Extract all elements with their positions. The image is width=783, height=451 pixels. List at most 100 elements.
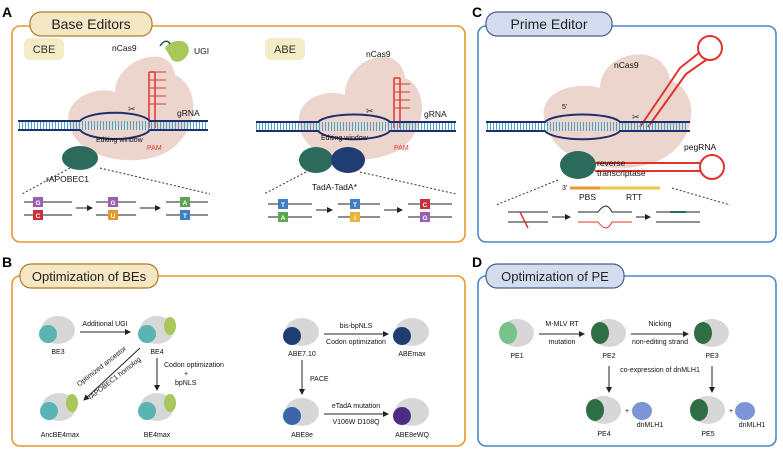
pe5-protein-icon xyxy=(690,396,725,424)
pe3-protein-icon xyxy=(694,319,729,347)
etada-label: eTadA mutation xyxy=(332,403,380,410)
rapobec1-label: rAPOBEC1 xyxy=(46,174,89,184)
cbe-base-conversion: G C G U A T xyxy=(24,197,208,220)
panel-a-frame xyxy=(11,25,466,243)
abe-diagram: ABE nCas9 gRNA Editing window PAM ✂ TadA… xyxy=(256,38,457,222)
abe-ncas9-shape xyxy=(298,56,422,160)
codon-plus: + xyxy=(184,371,188,378)
panel-d-title: Optimization of PE xyxy=(501,269,609,284)
cbe-base-g2: G xyxy=(110,200,115,207)
abe710-protein-icon xyxy=(283,318,319,346)
abe-base-t1: T xyxy=(281,202,285,209)
pe-five-prime: 5' xyxy=(562,104,567,111)
panel-c-letter: C xyxy=(472,4,482,20)
panel-b-title-pill xyxy=(19,263,159,289)
cbe-label-box xyxy=(24,38,64,60)
abe-base-i: I xyxy=(354,215,356,222)
pe-three-prime: 3' xyxy=(562,185,567,192)
abe8e-protein-icon xyxy=(283,398,319,426)
cbe-label: CBE xyxy=(33,44,56,56)
dnmlh1-shape-1 xyxy=(632,402,652,420)
panel-a: A Base Editors CBE nCas9 UGI gRNA Editin… xyxy=(2,4,466,243)
be4max-label: BE4max xyxy=(144,432,171,439)
abe-label-box xyxy=(265,38,305,60)
cbe-dna-helix xyxy=(18,121,208,130)
cbe-ncas9-label: nCas9 xyxy=(112,43,137,53)
abe-window-label: Editing window xyxy=(321,135,369,142)
pe1-label: PE1 xyxy=(510,353,523,360)
abe-grna-label: gRNA xyxy=(424,109,447,119)
pegrna-loop-bottom xyxy=(699,154,725,180)
non-editing-label: non-editing strand xyxy=(632,339,688,346)
cbe-dna-bottom xyxy=(18,129,208,140)
bpnls-label: bpNLS xyxy=(175,380,197,387)
ugi-shape xyxy=(165,40,189,62)
pegrna-stem-right xyxy=(647,59,707,128)
pe-dna-top xyxy=(486,113,690,123)
abemax-protein-icon xyxy=(393,318,429,346)
cbe-zoom-line-right xyxy=(99,167,211,195)
abe8ewq-label: ABE8eWQ xyxy=(395,432,429,439)
pace-label: PACE xyxy=(310,376,329,383)
tada-star-shape xyxy=(331,147,365,173)
mutation-label: mutation xyxy=(549,339,576,346)
panel-d-letter: D xyxy=(472,254,482,270)
panel-c-title-pill xyxy=(485,11,613,37)
abe8e-label: ABE8e xyxy=(291,432,313,439)
abe-dna-bottom xyxy=(256,130,456,141)
pe-dna-helix xyxy=(486,122,686,131)
cbe-base-u: U xyxy=(111,213,116,220)
panel-b-title: Optimization of BEs xyxy=(32,269,147,284)
abe-zoom-line-right xyxy=(359,171,457,195)
ancbe4max-label: AncBE4max xyxy=(41,432,80,439)
abe-ncas9-label: nCas9 xyxy=(366,49,391,59)
panel-b-letter: B xyxy=(2,254,12,270)
abe-label: ABE xyxy=(274,44,296,56)
pe5-plus: + xyxy=(729,408,733,415)
cbe-window-label: Editing window xyxy=(96,137,144,144)
tada-shape xyxy=(299,147,333,173)
panel-c: C Prime Editor nCas9 pegRNA 5' 3' ✂ reve… xyxy=(472,4,777,243)
panel-a-title-pill xyxy=(29,11,153,37)
panel-a-letter: A xyxy=(2,4,12,20)
abe-dna-helix xyxy=(256,122,456,131)
codon-opt-label: Codon optimization xyxy=(326,339,386,346)
cbe-pam-label: PAM xyxy=(147,145,162,152)
pe-dna-bottom xyxy=(486,130,690,141)
be3-protein-icon xyxy=(39,316,75,344)
codon-label: Codon optimization xyxy=(164,362,224,369)
pbs-label: PBS xyxy=(579,192,596,202)
pe-steps xyxy=(508,205,700,229)
rt-label-1: reverse xyxy=(597,158,626,168)
ugi-label: UGI xyxy=(194,46,209,56)
pe4-plus: + xyxy=(625,408,629,415)
pe-zoom-line-right xyxy=(671,187,731,206)
panel-d-title-pill xyxy=(485,263,625,289)
abe-base-c: C xyxy=(423,202,428,209)
abe-dna-top xyxy=(256,113,456,123)
pe1-protein-icon xyxy=(499,319,534,347)
bis-bpnls-label: bis-bpNLS xyxy=(340,323,373,330)
pegrna-extension xyxy=(595,162,700,172)
cbe-ncas9-shape xyxy=(68,56,194,161)
abe8ewq-protein-icon xyxy=(393,398,429,426)
pe5-label: PE5 xyxy=(701,431,714,438)
cbe-base-t: T xyxy=(183,213,187,220)
panel-c-title: Prime Editor xyxy=(510,16,587,32)
rapobec1-shape xyxy=(62,146,98,170)
cbe-base-g1: G xyxy=(35,200,40,207)
abe-base-g: G xyxy=(422,215,427,222)
cbe-base-c1: C xyxy=(36,213,41,220)
abe-base-a1: A xyxy=(281,215,286,222)
mmlv-label: M-MLV RT xyxy=(545,321,579,328)
abe-grna-rungs xyxy=(394,83,410,109)
cbe-grna-rungs xyxy=(149,71,166,105)
pegrna-label: pegRNA xyxy=(684,142,716,152)
abe-base-conversion: T A T I C G xyxy=(268,199,452,222)
cbe-base-a: A xyxy=(183,200,188,207)
dnmlh1-shape-2 xyxy=(735,402,755,420)
tada-label: TadA-TadA* xyxy=(312,182,358,192)
ugi-linker xyxy=(159,40,171,47)
panel-c-frame xyxy=(477,25,777,243)
